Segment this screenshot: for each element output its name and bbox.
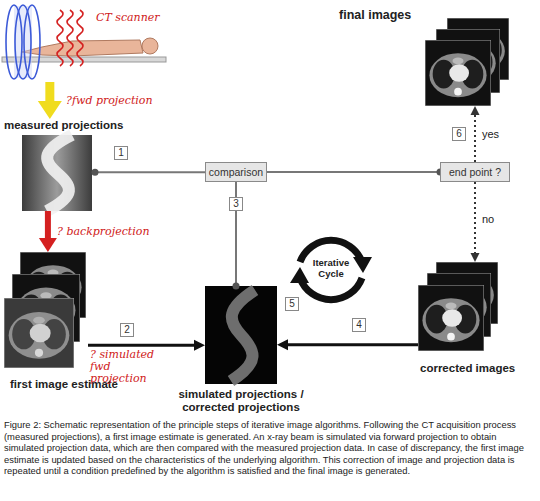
edge-label: yes bbox=[482, 128, 499, 140]
blur-tint bbox=[4, 298, 74, 368]
connector bbox=[471, 106, 480, 162]
xray-wave bbox=[77, 10, 83, 66]
ct-slice-stack bbox=[425, 18, 509, 106]
arrow-head bbox=[194, 340, 205, 351]
xray-wave bbox=[67, 10, 73, 66]
image-heading: final images bbox=[339, 8, 411, 22]
sinogram-image: measured projections bbox=[22, 135, 92, 211]
sinogram-field bbox=[205, 286, 277, 384]
image-heading: simulated projections / corrected projec… bbox=[160, 388, 322, 414]
box-text: end point ? bbox=[449, 166, 501, 178]
ct-scanner-drawing bbox=[2, 5, 166, 79]
connector bbox=[39, 211, 57, 252]
ct-scanner: CT scanner bbox=[0, 0, 178, 82]
callout-number: 6 bbox=[452, 127, 466, 141]
connector-line bbox=[88, 344, 197, 347]
ct-slice-stack bbox=[4, 252, 86, 368]
sinogram-trace bbox=[47, 135, 72, 211]
sinogram-trace bbox=[231, 290, 255, 381]
callout-number: 5 bbox=[285, 297, 299, 311]
sinogram-drawing bbox=[22, 135, 92, 211]
connector bbox=[267, 169, 444, 176]
gantry-ring bbox=[6, 5, 22, 79]
callout-number: 2 bbox=[120, 323, 134, 337]
connector-line bbox=[267, 171, 440, 173]
ct-slice-stack bbox=[418, 262, 498, 351]
sinogram-drawing bbox=[205, 286, 277, 384]
xray-wave bbox=[57, 10, 63, 66]
connector-dot bbox=[92, 169, 99, 176]
image-heading: corrected images bbox=[420, 362, 515, 375]
image-heading: measured projections bbox=[4, 119, 124, 132]
sinogram-field bbox=[22, 135, 92, 211]
connector bbox=[471, 182, 480, 262]
edge-label: no bbox=[482, 213, 494, 225]
image-stack: final images bbox=[425, 18, 511, 106]
ct-slice bbox=[425, 40, 491, 106]
edge-label: ? backprojection bbox=[57, 226, 149, 238]
arrow-head bbox=[471, 106, 480, 115]
cycle-arc bbox=[300, 278, 362, 300]
connector bbox=[277, 339, 418, 350]
cycle-head bbox=[353, 257, 372, 273]
connector-line bbox=[474, 112, 476, 162]
ct-slice bbox=[4, 298, 74, 368]
gantry-ring bbox=[15, 5, 31, 79]
arrow-head bbox=[39, 238, 57, 252]
edge-label: ? simulated fwd projection bbox=[90, 349, 170, 385]
callout-number: 3 bbox=[229, 197, 243, 211]
ct-slice bbox=[418, 285, 484, 351]
process-box: comparison bbox=[205, 162, 267, 182]
arrow-head bbox=[277, 339, 288, 350]
arrow-head bbox=[471, 253, 480, 262]
connector bbox=[92, 169, 206, 176]
cycle-symbol: Iterative Cycle bbox=[290, 228, 372, 310]
connector-dot bbox=[233, 283, 240, 290]
connector-line bbox=[95, 171, 205, 173]
gantry-ring bbox=[24, 5, 40, 79]
cycle-arrows bbox=[290, 240, 372, 299]
figure-caption: Figure 2: Schematic representation of th… bbox=[4, 419, 534, 477]
edge-label: ?fwd projection bbox=[66, 95, 153, 107]
cycle-text: Iterative Cycle bbox=[307, 258, 355, 280]
connector-line bbox=[45, 211, 51, 242]
image-stack: first image estimate bbox=[4, 252, 88, 370]
connector-line bbox=[474, 182, 476, 256]
image-stack: corrected images bbox=[418, 262, 502, 352]
connector-line bbox=[285, 343, 418, 346]
patient-head bbox=[142, 38, 158, 54]
connector bbox=[38, 82, 62, 119]
handwritten-note: CT scanner bbox=[96, 12, 160, 25]
gantry-body bbox=[14, 6, 32, 78]
decision-box: end point ? bbox=[440, 162, 510, 182]
callout-number: 4 bbox=[352, 318, 366, 332]
arrow-head bbox=[38, 101, 62, 119]
cycle-head bbox=[290, 267, 309, 283]
box-text: comparison bbox=[209, 166, 263, 178]
callout-number: 1 bbox=[114, 146, 128, 160]
sinogram-image: simulated projections / corrected projec… bbox=[205, 286, 277, 384]
